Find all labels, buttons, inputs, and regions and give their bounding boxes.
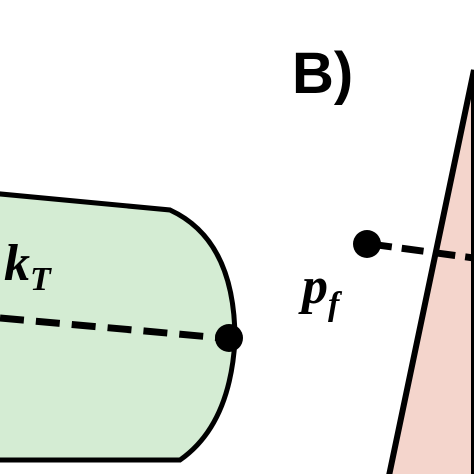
k-t-label-sub: T [30, 261, 52, 298]
p-f-label-sub: f [328, 286, 343, 323]
left-endpoint-dot [215, 324, 243, 352]
p-f-label-main: p [298, 258, 328, 315]
k-t-label: kT [4, 235, 52, 298]
left-dashed-line [0, 314, 223, 342]
right-endpoint-dot [353, 230, 381, 258]
p-f-label: pf [298, 258, 343, 323]
panel-label: B) [292, 41, 353, 106]
right-dashed-line [369, 240, 474, 262]
right-region-shape [386, 69, 474, 474]
k-t-label-main: k [4, 235, 30, 292]
